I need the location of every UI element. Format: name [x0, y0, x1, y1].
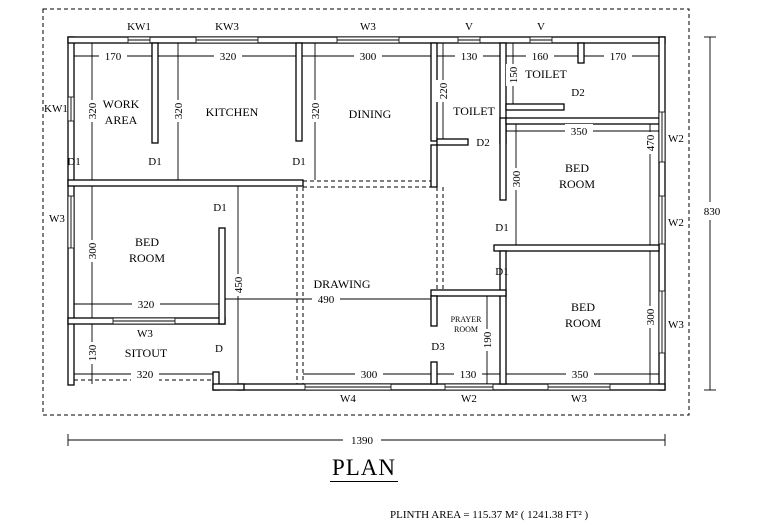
dim-300-b: 300	[361, 369, 378, 381]
plan-title-text: PLAN	[329, 455, 399, 482]
door-labels: D1 D1 D1 D2 D2 D1 D1 D1 D3 D	[67, 87, 584, 355]
dim-220: 220	[438, 82, 450, 99]
dim-320-b: 320	[138, 299, 155, 311]
label-w2-right-1: W2	[668, 133, 684, 145]
dim-150: 150	[508, 66, 520, 83]
room-bed-room-1-line1: BED	[135, 235, 159, 249]
window-w3-top	[336, 36, 400, 44]
window-w2-bottom	[444, 383, 494, 391]
room-bed-room-1-line2: ROOM	[129, 251, 165, 265]
dimension-labels: 170 320 300 130 160 170 150 220 320 320 …	[85, 49, 721, 447]
window-kw3	[195, 36, 259, 44]
label-d: D	[215, 343, 223, 355]
dim-170-b: 170	[610, 51, 627, 63]
label-w3-right: W3	[668, 319, 684, 331]
room-toilet-1: TOILET	[453, 104, 495, 118]
label-w3-bedroom: W3	[137, 328, 153, 340]
room-dining: DINING	[349, 107, 392, 121]
window-v-2	[529, 36, 553, 44]
label-w3-bottom: W3	[571, 393, 587, 405]
room-bed-room-2-line1: BED	[565, 161, 589, 175]
dim-350-a: 350	[571, 126, 588, 138]
window-w4	[304, 383, 392, 391]
label-d1-b: D1	[148, 156, 161, 168]
plinth-area-note: PLINTH AREA = 115.37 M² ( 1241.38 FT² )	[390, 509, 589, 521]
dim-470: 470	[645, 134, 657, 151]
dim-320-v-b: 320	[173, 102, 185, 119]
label-kw3: KW3	[215, 21, 239, 33]
window-v-1	[457, 36, 481, 44]
label-d3: D3	[431, 341, 445, 353]
label-w3-top: W3	[360, 21, 376, 33]
room-kitchen: KITCHEN	[206, 105, 259, 119]
plot-boundary	[42, 8, 690, 416]
dim-300-a: 300	[360, 51, 377, 63]
label-d1-c: D1	[292, 156, 305, 168]
window-labels: KW1 KW3 W3 V V KW1 W3 W2 W2 W3 W3 W4 W2 …	[44, 21, 684, 405]
label-kw1-top: KW1	[127, 21, 151, 33]
label-d2-a: D2	[476, 137, 489, 149]
window-w2-right-1	[658, 111, 666, 163]
dim-300-v-a: 300	[511, 170, 523, 187]
label-d1-e: D1	[495, 222, 508, 234]
plan-title: PLAN	[0, 455, 728, 482]
dim-350-b: 350	[572, 369, 589, 381]
label-d1-a: D1	[67, 156, 80, 168]
dim-170-a: 170	[105, 51, 122, 63]
room-labels: WORK AREA KITCHEN DINING TOILET TOILET B…	[103, 67, 602, 360]
dim-130-v: 130	[87, 344, 99, 361]
dim-320-v-a: 320	[87, 102, 99, 119]
window-w3-bottom	[547, 383, 611, 391]
room-drawing: DRAWING	[313, 277, 370, 291]
label-w2-right-2: W2	[668, 217, 684, 229]
dim-450: 450	[233, 276, 245, 293]
dim-130-b: 130	[460, 369, 477, 381]
dim-490: 490	[318, 294, 335, 306]
room-bed-room-3-line1: BED	[571, 300, 595, 314]
window-w3-bedroom	[112, 317, 176, 325]
dim-320-v-c: 320	[310, 102, 322, 119]
dim-overall-width: 1390	[351, 435, 374, 447]
label-d1-f: D1	[495, 266, 508, 278]
label-d2-b: D2	[571, 87, 584, 99]
label-v-2: V	[537, 21, 545, 33]
label-w3-left: W3	[49, 213, 65, 225]
dim-160: 160	[532, 51, 549, 63]
window-w3-left	[67, 195, 75, 249]
room-sitout: SITOUT	[125, 346, 168, 360]
room-prayer-line2: ROOM	[454, 325, 478, 334]
dim-300-v-b: 300	[87, 242, 99, 259]
room-prayer-line1: PRAYER	[451, 315, 482, 324]
window-w3-right	[658, 290, 666, 354]
label-kw1-left: KW1	[44, 103, 68, 115]
dim-320-c: 320	[137, 369, 154, 381]
window-kw1-top	[127, 36, 151, 44]
room-work-area-line2: AREA	[105, 113, 138, 127]
dim-130-a: 130	[461, 51, 478, 63]
dim-300-v-c: 300	[645, 308, 657, 325]
room-toilet-2: TOILET	[525, 67, 567, 81]
room-bed-room-2-line2: ROOM	[559, 177, 595, 191]
dashed-outlines	[73, 180, 444, 384]
label-d1-d: D1	[213, 202, 226, 214]
label-w2-bottom: W2	[461, 393, 477, 405]
windows	[67, 36, 666, 391]
label-v-1: V	[465, 21, 473, 33]
label-w4: W4	[340, 393, 356, 405]
window-kw1-left	[67, 96, 75, 122]
dim-320-a: 320	[220, 51, 237, 63]
dim-overall-height: 830	[704, 206, 721, 218]
room-bed-room-3-line2: ROOM	[565, 316, 601, 330]
window-w2-right-2	[658, 195, 666, 245]
room-work-area-line1: WORK	[103, 97, 140, 111]
dim-190: 190	[482, 331, 494, 348]
